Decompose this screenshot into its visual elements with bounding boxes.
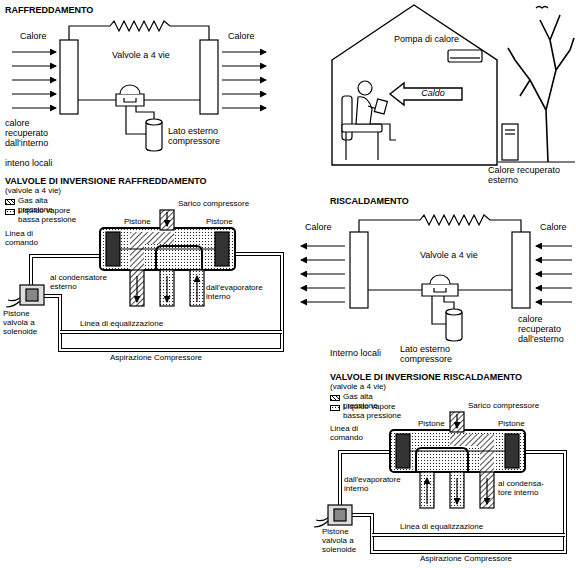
pipe-label: dall'evaporatore interno [206,284,280,302]
heat-source-label: calore recuperato dall'esterno [518,314,574,344]
line-label: Linea di comando [5,230,47,248]
heat-label: Calore [540,222,567,232]
line-label: Linea di equalizzazione [80,320,163,329]
section-heading: RISCALDAMENTO [330,196,409,206]
compressor-label: Lato esterno compressore [168,126,228,146]
legend-text: Liquido vapore bassa pressione [18,207,84,225]
cooling-circuit [12,21,266,151]
node-outline-path [390,83,462,105]
compressor-label: Lato esterno compressore [400,344,460,364]
piston-label: Pistone [124,218,151,227]
piston-label: Pistone [206,218,233,227]
piston-label: Pistone [418,420,445,429]
legend-swatch [5,209,15,215]
legend-text: Liquido vapore bassa pressione [343,403,409,421]
legend-swatch [330,395,340,401]
node-outline-path [332,5,497,165]
line-label: Linea di equalizzazione [400,523,483,532]
heat-label: Calore [228,31,255,41]
line-label: Aspirazione Compressore [110,354,202,363]
pipe-label: Sarico compressore [178,200,249,209]
cooling-reversing-valve [6,210,282,350]
section-heading: VALVOLE DI INVERSIONE RAFFREDDAMENTO [5,176,207,186]
legend-swatch [330,405,340,411]
subheading: (valvole a 4 vie) [5,187,61,196]
house-outline: Pompa di caloreCaldo [332,5,497,165]
solenoid-label: Pistone valvola a solenoide [322,528,370,555]
heat-label: Calore [20,31,47,41]
side-label: Interno locali [330,348,381,358]
piston-label: Pistone [498,420,525,429]
pipe-label: al condensatore esterno [50,274,126,292]
pipe-label: Sarico compressore [468,402,539,411]
node-text: Caldo [406,89,460,99]
node-outline [332,5,497,165]
legend-item: Liquido vapore bassa pressione [5,207,84,225]
legend-item: Liquido vapore bassa pressione [330,403,409,421]
line-label: Linea di comando [330,425,372,443]
heat-source-label: calore recuperato dall'interno [5,118,65,148]
legend-swatch [5,199,15,205]
pipe-label: al condensa- tore interno [498,480,553,498]
heat-label: Calore [305,222,332,232]
section-heading: VALVOLE DI INVERSIONE RISCALDAMENTO [330,372,522,382]
heat-source-label: Calore recuperato esterno [488,165,573,185]
node-text: Pompa di calore [394,35,484,45]
side-label: inteno locali [5,158,53,168]
heating-reversing-valve [314,412,565,552]
line-label: Aspirazione Compressore [420,555,512,564]
section-heading: RAFFREDDAMENTO [5,5,93,15]
warm-air-arrow: Caldo [390,83,462,105]
subheading: (valvole a 4 vie) [330,383,386,392]
valve-label: Valvole a 4 vie [420,250,478,260]
solenoid-label: Pistone valvola a solenoide [3,310,55,337]
valve-label: Valvole a 4 vie [112,50,170,60]
pipe-label: dall'evaporatore interno [344,476,418,494]
